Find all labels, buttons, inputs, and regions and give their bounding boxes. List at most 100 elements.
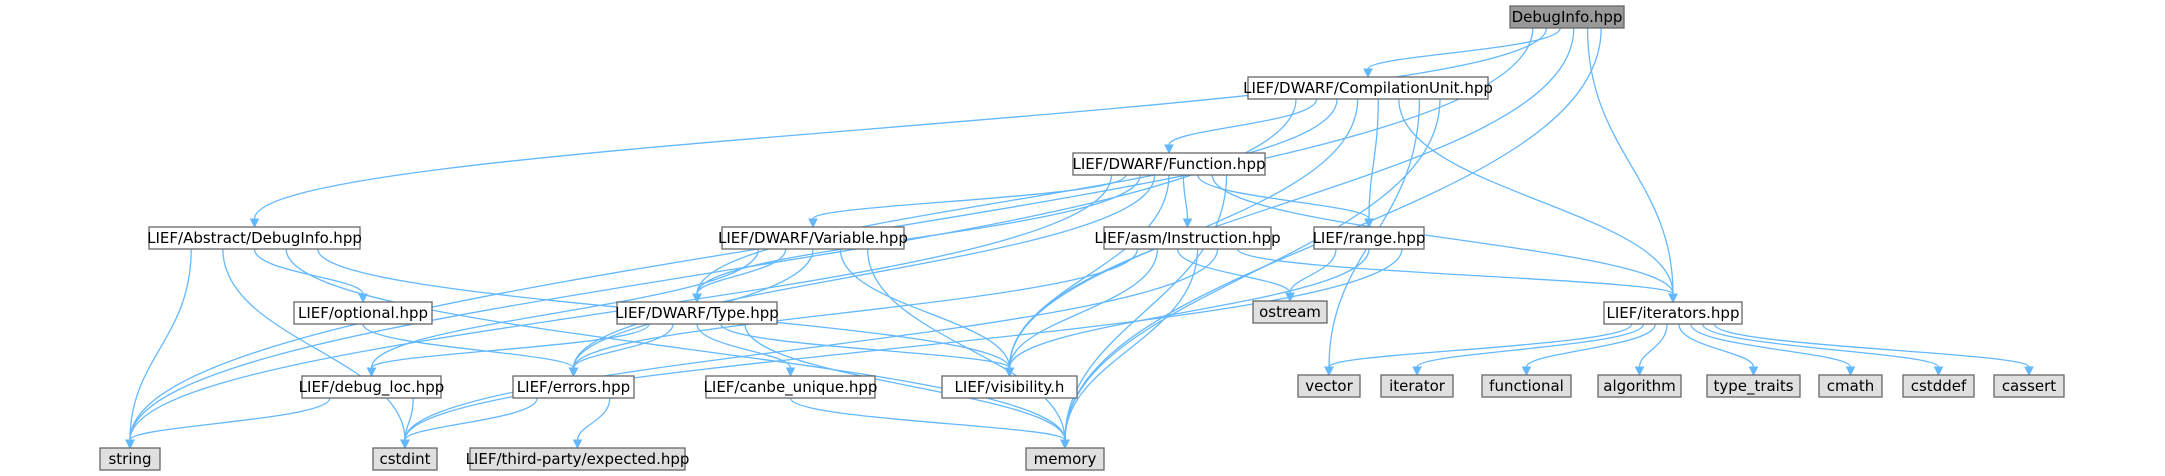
node-cassert: cassert — [1993, 374, 2065, 398]
node-ostream: ostream — [1252, 300, 1328, 324]
edge-arrowhead — [692, 293, 702, 304]
edge-abstract_debuginfo_hpp-to-string — [125, 248, 192, 450]
edge-iterators_hpp-to-algorithm — [1634, 323, 1668, 377]
edge-instruction_hpp-to-memory — [1060, 248, 1199, 450]
edge-arrowhead — [1364, 218, 1374, 229]
node-label: iterator — [1389, 377, 1446, 395]
edge-line — [1008, 248, 1159, 369]
edge-arrowhead — [125, 439, 135, 450]
edge-arrowhead — [249, 218, 260, 229]
edges-layer — [125, 27, 2034, 450]
node-box — [1247, 76, 1489, 100]
edge-line — [1008, 174, 1170, 369]
edge-arrowhead — [400, 439, 410, 450]
edge-iterators_hpp-to-functional — [1521, 323, 1656, 377]
edge-arrowhead — [1845, 366, 1856, 377]
edge-debuginfo_hpp-to-compilationunit_hpp — [1363, 27, 1561, 79]
node-label: LIEF/errors.hpp — [517, 378, 630, 396]
node-debuginfo-hpp[interactable]: DebugInfo.hpp — [1509, 5, 1625, 29]
node-visibility-h[interactable]: LIEF/visibility.h — [941, 375, 1078, 399]
node-label: LIEF/visibility.h — [955, 378, 1065, 396]
edge-line — [1398, 98, 1674, 295]
node-errors-hpp[interactable]: LIEF/errors.hpp — [512, 375, 635, 399]
node-instruction-hpp[interactable]: LIEF/asm/Instruction.hpp — [1094, 226, 1281, 250]
edge-function_hpp-to-instruction_hpp — [1182, 174, 1193, 229]
edge-line — [1168, 98, 1318, 146]
node-box — [301, 375, 442, 399]
node-label: LIEF/third-party/expected.hpp — [466, 450, 690, 468]
edge-arrowhead — [1060, 439, 1070, 450]
edge-line — [1064, 248, 1199, 441]
edge-line — [129, 248, 192, 441]
edge-arrowhead — [1412, 366, 1422, 377]
edge-line — [129, 397, 331, 441]
node-string: string — [99, 447, 161, 471]
node-canbe-unique-hpp[interactable]: LIEF/canbe_unique.hpp — [704, 375, 878, 399]
edge-variable_hpp-to-visibility_h — [839, 248, 1015, 378]
edge-arrowhead — [2024, 366, 2034, 377]
node-label: cstddef — [1911, 377, 1967, 395]
node-function-hpp[interactable]: LIEF/DWARF/Function.hpp — [1072, 152, 1266, 176]
edge-range_hpp-to-cstdint — [400, 248, 1403, 450]
edge-iterators_hpp-to-iterator — [1412, 323, 1645, 377]
node-abstract-debuginfo-hpp[interactable]: LIEF/Abstract/DebugInfo.hpp — [147, 226, 362, 250]
edge-line — [362, 323, 575, 369]
node-range-hpp[interactable]: LIEF/range.hpp — [1313, 226, 1426, 250]
edge-line — [1367, 27, 1561, 70]
edge-function_hpp-to-iterators_hpp — [1211, 174, 1678, 304]
node-box — [1297, 374, 1361, 398]
node-compilationunit-hpp[interactable]: LIEF/DWARF/CompilationUnit.hpp — [1243, 76, 1493, 100]
edge-arrowhead — [1004, 367, 1015, 378]
node-expected-hpp: LIEF/third-party/expected.hpp — [466, 447, 690, 471]
edge-line — [1211, 174, 1674, 295]
node-box — [1252, 300, 1328, 324]
node-box — [1993, 374, 2065, 398]
edge-line — [1368, 98, 1379, 220]
node-optional-hpp[interactable]: LIEF/optional.hpp — [293, 301, 433, 325]
edge-instruction_hpp-to-iterators_hpp — [1236, 248, 1678, 304]
node-iterators-hpp[interactable]: LIEF/iterators.hpp — [1603, 301, 1743, 325]
node-variable-hpp[interactable]: LIEF/DWARF/Variable.hpp — [718, 226, 908, 250]
edge-variable_hpp-to-type_hpp — [692, 248, 787, 304]
edge-arrowhead — [1933, 366, 1944, 377]
edge-line — [404, 397, 538, 441]
node-cstdint: cstdint — [372, 447, 438, 471]
edge-line — [404, 397, 414, 441]
node-label: LIEF/DWARF/Variable.hpp — [718, 229, 908, 247]
edge-arrowhead — [1182, 218, 1193, 229]
edge-type_hpp-to-visibility_h — [720, 323, 1015, 378]
node-box — [293, 301, 433, 325]
node-box — [148, 226, 361, 250]
edge-line — [866, 248, 1066, 441]
node-cmath: cmath — [1818, 374, 1883, 398]
edge-iterators_hpp-to-vector — [1324, 323, 1633, 377]
edge-arrowhead — [1324, 366, 1334, 377]
node-box — [1509, 5, 1625, 29]
edge-compilationunit_hpp-to-function_hpp — [1164, 98, 1318, 155]
node-box — [1597, 374, 1682, 398]
node-label: cmath — [1827, 377, 1874, 395]
node-debug-loc-hpp[interactable]: LIEF/debug_loc.hpp — [299, 375, 445, 399]
node-label: algorithm — [1603, 377, 1675, 395]
node-type-hpp[interactable]: LIEF/DWARF/Type.hpp — [615, 301, 779, 325]
edge-line — [1586, 27, 1674, 295]
node-iterator: iterator — [1380, 374, 1454, 398]
edge-line — [696, 248, 787, 295]
node-cstddef: cstddef — [1902, 374, 1975, 398]
edge-type_hpp-to-debug_loc_hpp — [366, 323, 650, 378]
edge-line — [839, 248, 1011, 369]
node-label: vector — [1305, 377, 1353, 395]
edge-arrowhead — [1668, 293, 1678, 304]
edge-line — [696, 323, 792, 369]
edge-debuginfo_hpp-to-abstract_debuginfo_hpp — [249, 27, 1548, 229]
edge-line — [1176, 248, 1291, 294]
node-box — [1380, 374, 1454, 398]
node-box — [1025, 447, 1105, 471]
edge-line — [222, 248, 406, 441]
node-box — [1072, 152, 1266, 176]
edge-arrowhead — [1521, 366, 1532, 377]
node-label: LIEF/DWARF/CompilationUnit.hpp — [1243, 79, 1493, 97]
edge-iterators_hpp-to-cstddef — [1701, 323, 1944, 377]
node-label: LIEF/debug_loc.hpp — [299, 378, 445, 397]
